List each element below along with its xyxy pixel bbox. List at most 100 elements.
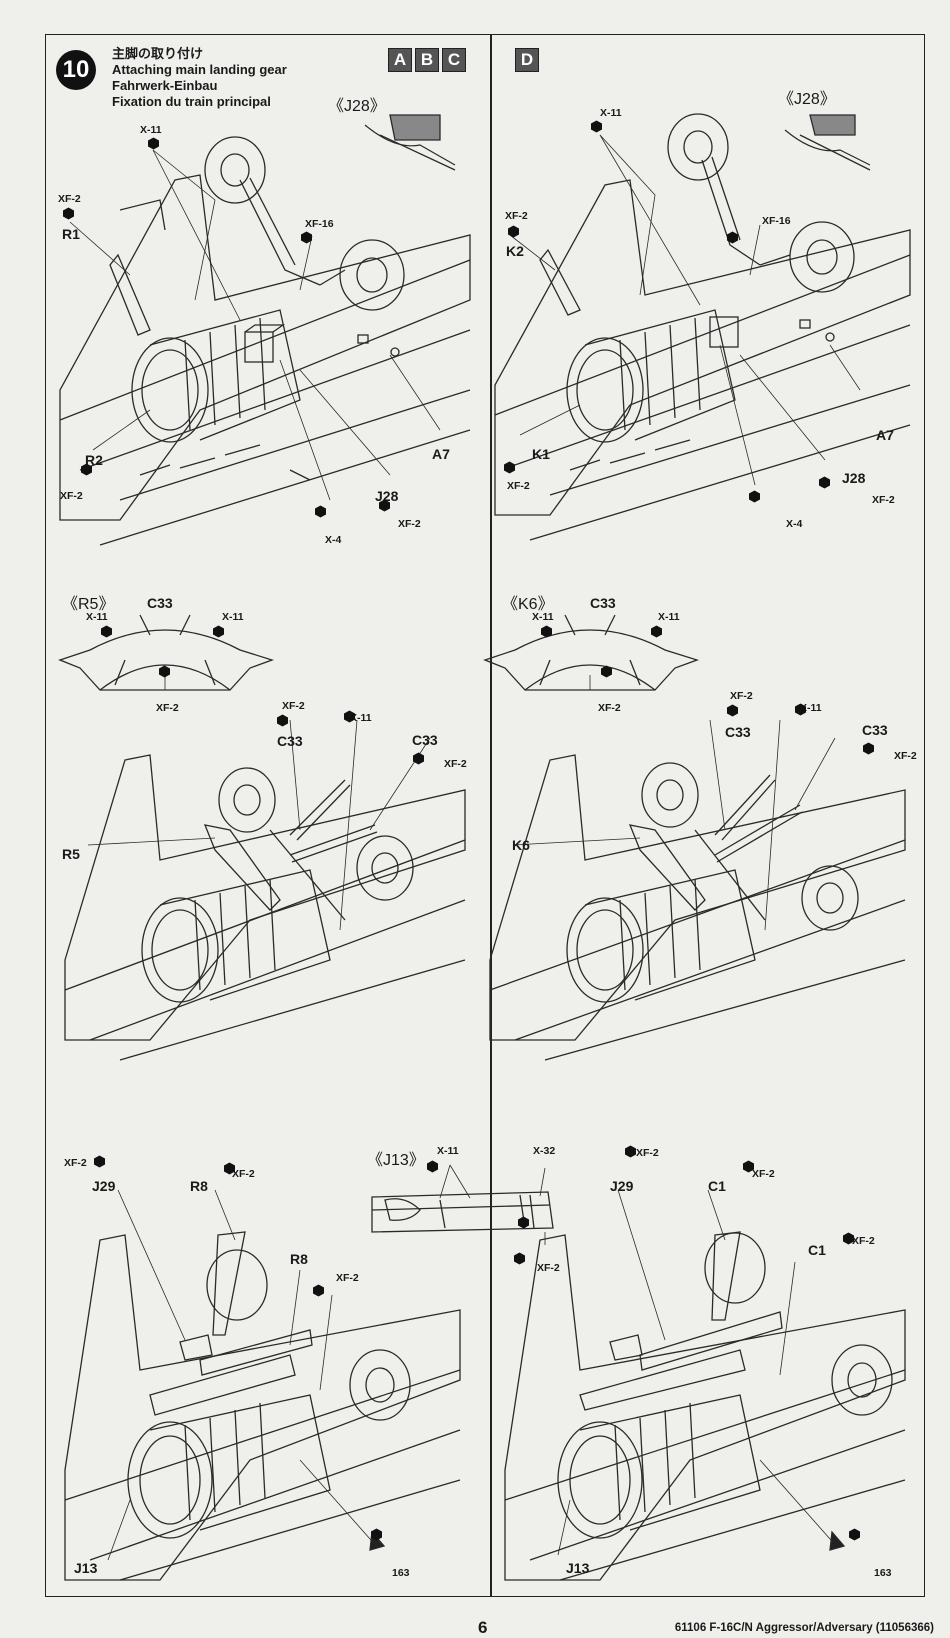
center-divider: [490, 34, 492, 1597]
p3-inset-label: 《R5》: [62, 596, 115, 613]
p6-c1-b: C1: [808, 1242, 826, 1258]
step-number-badge: 10: [56, 50, 96, 90]
paint-marker-hex-icon: [312, 1284, 325, 1297]
p1-xf2-j28: XF-2: [398, 518, 421, 530]
panel4-drawing: [483, 614, 906, 1061]
paint-marker-hex-icon: [276, 714, 289, 727]
panel6-drawing: [504, 1189, 906, 1581]
paint-marker-hex-icon: [842, 1232, 855, 1245]
p4-c33-a: C33: [725, 724, 751, 740]
j13-xf2: XF-2: [537, 1262, 560, 1274]
p1-xf2-top: XF-2: [58, 193, 81, 205]
p1-xf16: XF-16: [305, 218, 334, 230]
paint-marker-hex-icon: [412, 752, 425, 765]
paint-marker-hex-icon: [314, 505, 327, 518]
p5-xf2-r8a: XF-2: [232, 1168, 255, 1180]
step-title-jp: 主脚の取り付け: [112, 46, 204, 61]
p1-r2: R2: [85, 452, 103, 468]
p5-ref: 163: [392, 1567, 410, 1579]
paint-marker-hex-icon: [503, 461, 516, 474]
p6-xf2-j29: XF-2: [636, 1147, 659, 1159]
p4-c33-b: C33: [862, 722, 888, 738]
paint-marker-hex-icon: [300, 231, 313, 244]
panel2-drawing: [494, 113, 911, 541]
p2-j28: J28: [842, 470, 866, 486]
p3-r5: R5: [62, 846, 80, 862]
paint-marker-hex-icon: [540, 625, 553, 638]
p2-xf2-top: XF-2: [505, 210, 528, 222]
p2-inset-label: 《J28》: [778, 91, 836, 108]
paint-marker-hex-icon: [650, 625, 663, 638]
p3-x11-c: X-11: [350, 712, 372, 724]
p3-x11-a: X-11: [86, 611, 108, 623]
p4-xf2-inset: XF-2: [598, 702, 621, 714]
p5-r8-a: R8: [190, 1178, 208, 1194]
p4-inset-label: 《K6》: [502, 596, 554, 613]
page-number: 6: [478, 1618, 488, 1637]
p5-j29: J29: [92, 1178, 116, 1194]
p1-r1: R1: [62, 226, 80, 242]
p2-x4: X-4: [786, 518, 803, 530]
variant-badges-left: A B C: [388, 48, 466, 72]
p6-xf2-c1b: XF-2: [852, 1235, 875, 1247]
p3-c33-inset: C33: [147, 595, 173, 611]
p3-xf2-b: XF-2: [444, 758, 467, 770]
paint-marker-hex-icon: [624, 1145, 637, 1158]
p6-j13: J13: [566, 1560, 590, 1576]
p6-c1-a: C1: [708, 1178, 726, 1194]
panel5-drawing: [64, 1189, 461, 1581]
p3-c33-a: C33: [277, 733, 303, 749]
p4-k6: K6: [512, 837, 530, 853]
p2-k1: K1: [532, 446, 550, 462]
kit-code: 61106 F-16C/N Aggressor/Adversary (11056…: [674, 1622, 934, 1634]
variant-badge-b: B: [415, 48, 439, 72]
p2-xf2-j28: XF-2: [872, 494, 895, 506]
p4-x11-a: X-11: [532, 611, 554, 623]
p4-xf2-b: XF-2: [894, 750, 917, 762]
p1-a7: A7: [432, 446, 450, 462]
paint-marker-hex-icon: [748, 490, 761, 503]
p3-xf2-a: XF-2: [282, 700, 305, 712]
p4-x11-b: X-11: [658, 611, 680, 623]
p6-xf2-c1a: XF-2: [752, 1168, 775, 1180]
paint-marker-hex-icon: [147, 137, 160, 150]
panel1-drawing: [59, 114, 471, 546]
step-frame: [45, 34, 925, 1597]
p1-x4: X-4: [325, 534, 342, 546]
p5-xf2-j29: XF-2: [64, 1157, 87, 1169]
p6-ref: 163: [874, 1567, 892, 1579]
p4-xf2-a: XF-2: [730, 690, 753, 702]
p4-c33-inset: C33: [590, 595, 616, 611]
p2-a7: A7: [876, 427, 894, 443]
j13-x32: X-32: [533, 1145, 556, 1157]
step-title-de: Fahrwerk-Einbau: [112, 78, 218, 93]
paint-marker-hex-icon: [158, 665, 171, 678]
p5-j13: J13: [74, 1560, 98, 1576]
paint-marker-hex-icon: [726, 231, 739, 244]
paint-marker-hex-icon: [794, 703, 807, 716]
paint-marker-hex-icon: [862, 742, 875, 755]
paint-marker-hex-icon: [513, 1252, 526, 1265]
paint-marker-hex-icon: [93, 1155, 106, 1168]
p6-j29: J29: [610, 1178, 634, 1194]
p2-xf2-k1: XF-2: [507, 480, 530, 492]
paint-marker-hex-icon: [378, 499, 391, 512]
panel3-drawing: [58, 614, 466, 1061]
step-title: 主脚の取り付け Attaching main landing gear Fahr…: [112, 46, 287, 110]
paint-marker-hex-icon: [426, 1160, 439, 1173]
paint-marker-hex-icon: [62, 207, 75, 220]
p5-xf2-r8b: XF-2: [336, 1272, 359, 1284]
paint-marker-hex-icon: [370, 1528, 383, 1541]
paint-marker-hex-icon: [223, 1162, 236, 1175]
paint-marker-hex-icon: [600, 665, 613, 678]
variant-badges-right: D: [515, 48, 539, 72]
paint-marker-hex-icon: [848, 1528, 861, 1541]
paint-marker-hex-icon: [343, 710, 356, 723]
p1-x11: X-11: [140, 124, 162, 136]
p1-j28: J28: [375, 488, 399, 504]
variant-badge-a: A: [388, 48, 412, 72]
variant-badge-c: C: [442, 48, 466, 72]
p3-c33-b: C33: [412, 732, 438, 748]
